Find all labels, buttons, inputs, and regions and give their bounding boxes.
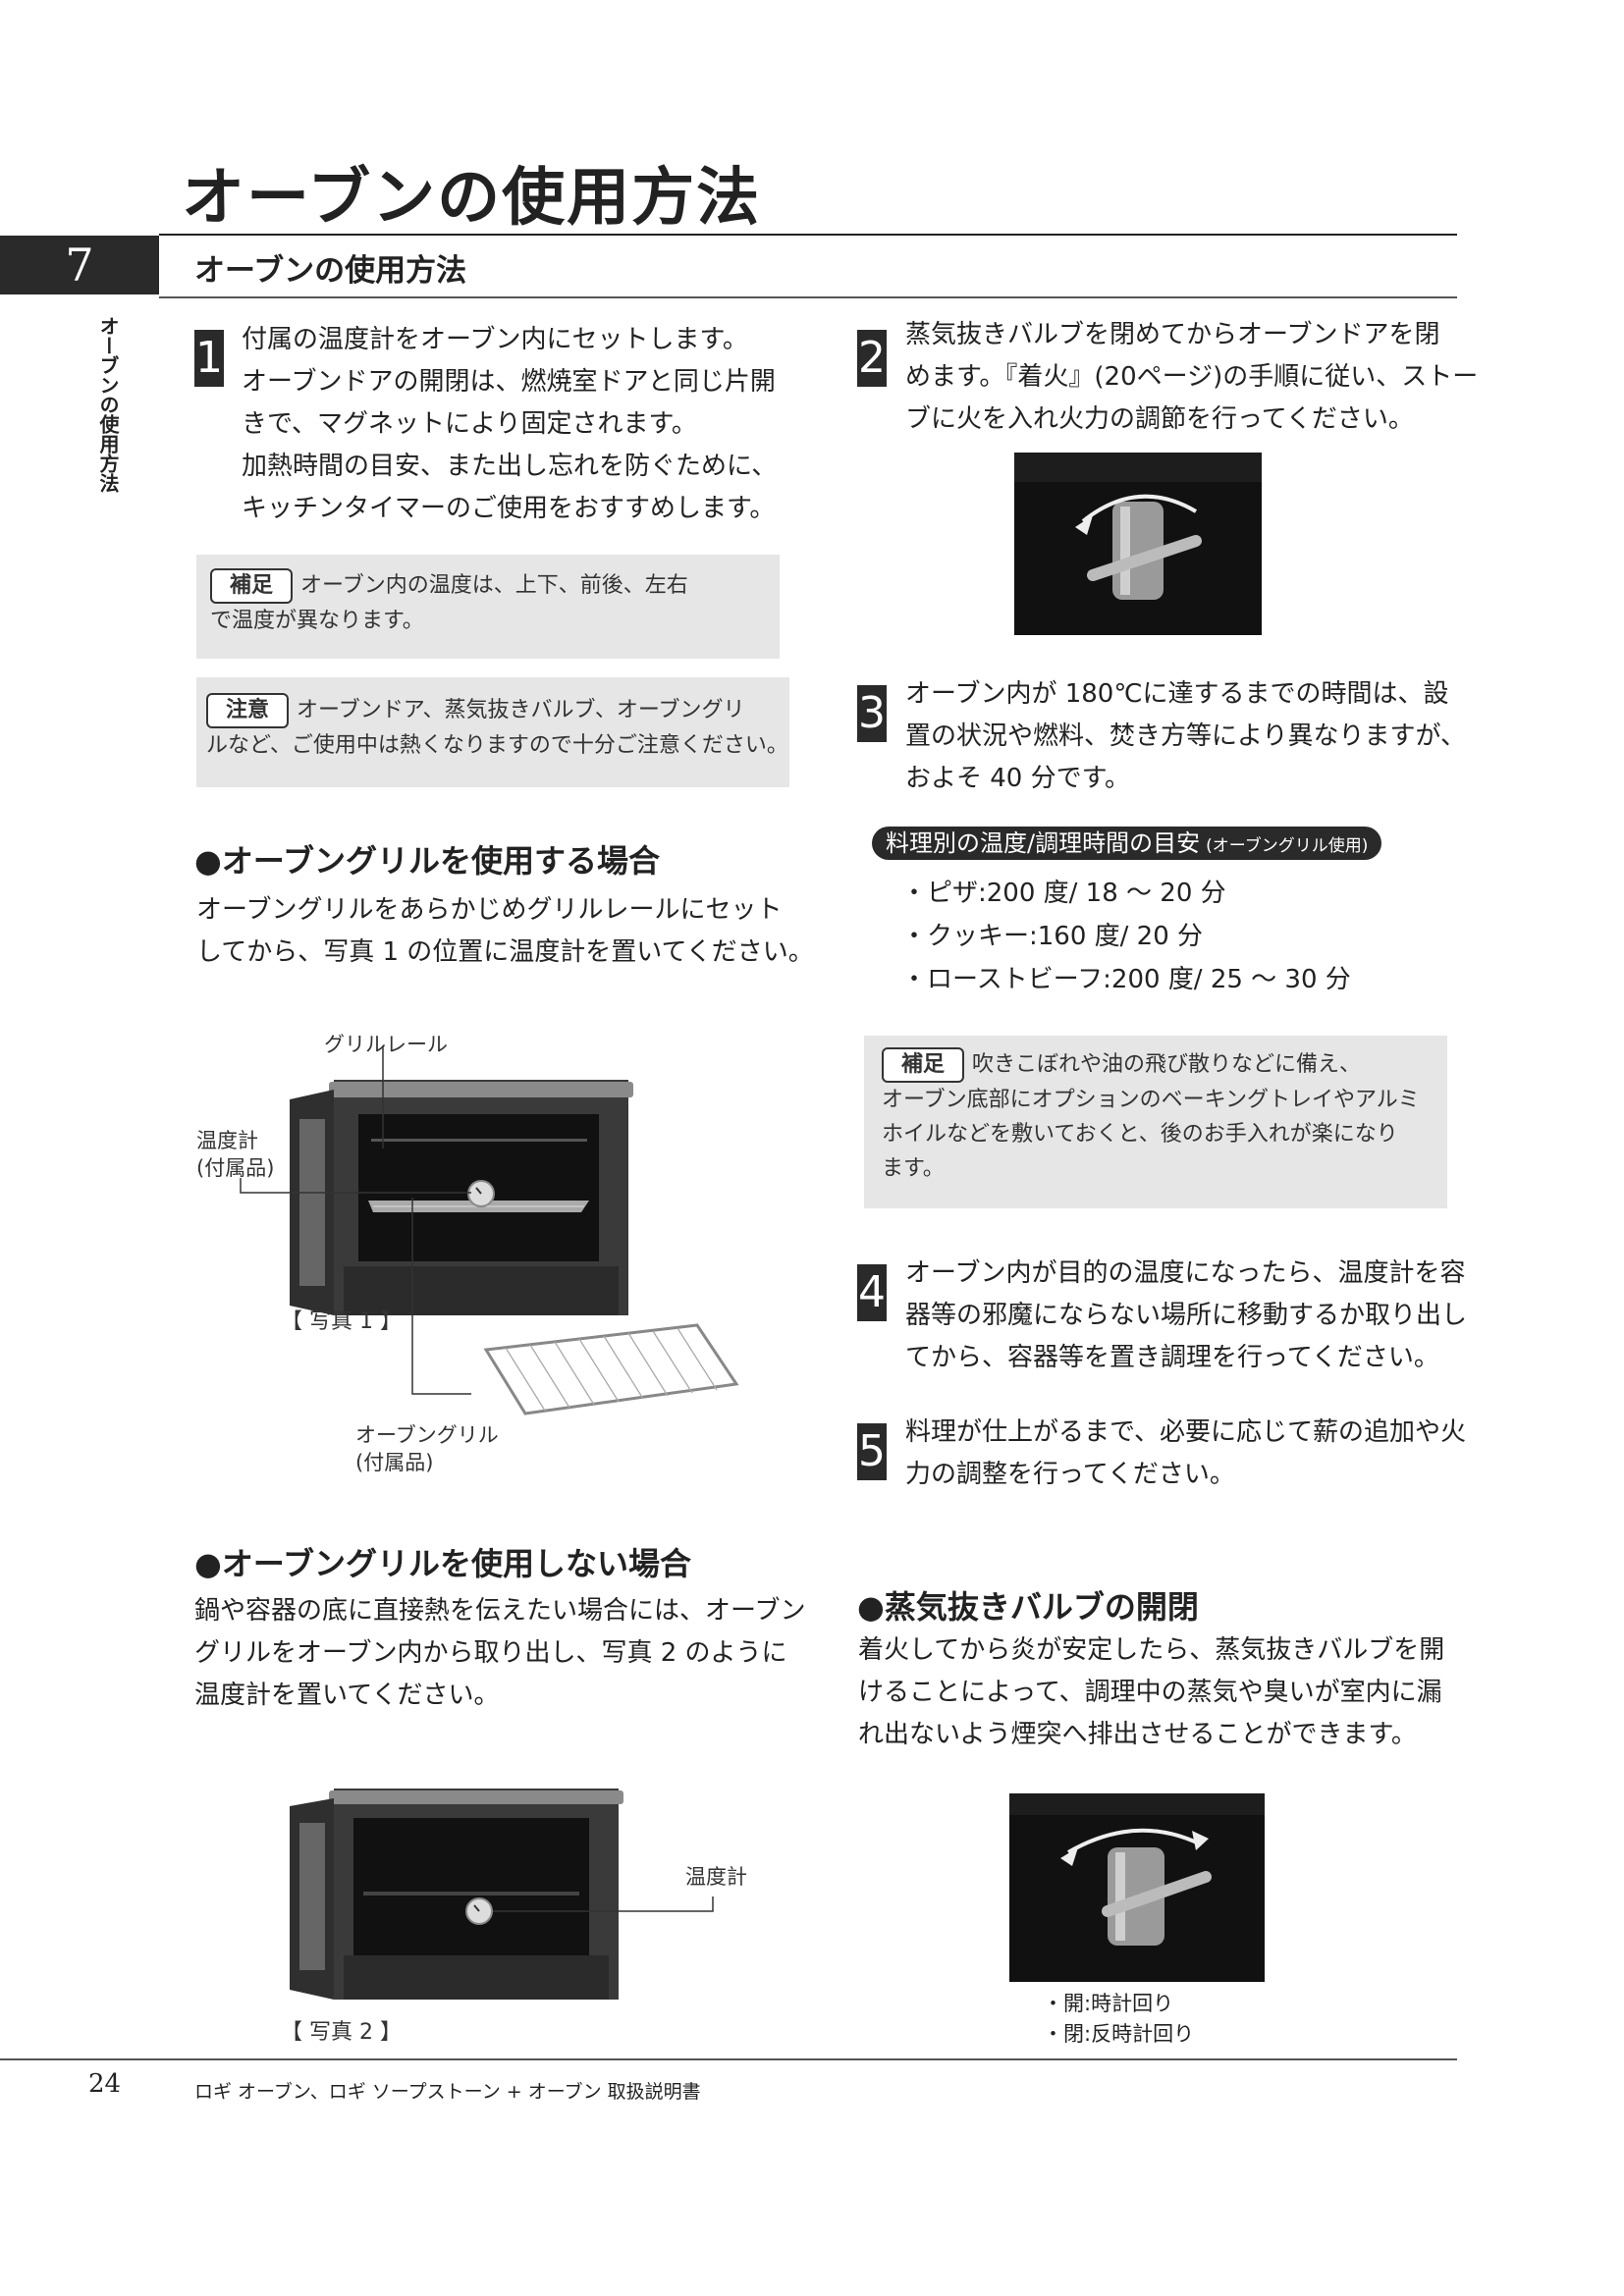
valve-text: 着火してから炎が安定したら、蒸気抜きバルブを開 けることによって、調理中の蒸気や… [858, 1629, 1444, 1756]
valve-heading: ●蒸気抜きバルブの開閉 [857, 1588, 1199, 1626]
oven-grill-photo [240, 1045, 739, 1415]
valve-captions: ・開:時計回り ・閉:反時計回り [1043, 1989, 1194, 2050]
step-line: 料理が仕上がるまで、必要に応じて薪の追加や火 [905, 1417, 1466, 1447]
body-line: してから、写真 1 の位置に温度計を置いてください。 [196, 937, 814, 967]
note-line: で温度が異なります。 [210, 609, 424, 633]
label-line: オーブングリル [355, 1423, 499, 1447]
with-grill-text: オーブングリルをあらかじめグリルレールにセット してから、写真 1 の位置に温度… [196, 889, 814, 974]
without-grill-heading: ●オーブングリルを使用しない場合 [194, 1545, 692, 1582]
caption-line: ・開:時計回り [1043, 1992, 1174, 2015]
note-line: ます。 [882, 1156, 945, 1181]
cooking-guide-title: 料理別の温度/調理時間の目安 [886, 829, 1201, 857]
step-2-text: 蒸気抜きバルブを閉めてからオーブンドアを閉 めます。『着火』(20ページ)の手順… [905, 314, 1478, 441]
caution-label: 注意 [206, 693, 290, 728]
step-2-number: 2 [857, 330, 887, 387]
caution-box: 注意オーブンドア、蒸気抜きバルブ、オーブングリ ルなど、ご使用中は熱くなりますの… [196, 677, 789, 787]
label-grill-rail: グリルレール [324, 1033, 448, 1056]
step-5-text: 料理が仕上がるまで、必要に応じて薪の追加や火 力の調整を行ってください。 [905, 1412, 1466, 1496]
note-line: オーブンドア、蒸気抜きバルブ、オーブングリ [297, 698, 745, 722]
page-title: オーブンの使用方法 [182, 161, 762, 235]
note-line: ルなど、ご使用中は熱くなりますので十分ご注意ください。 [206, 733, 788, 758]
supplement-label: 補足 [210, 568, 294, 604]
section-title: オーブンの使用方法 [194, 253, 467, 289]
body-line: 温度計を置いてください。 [194, 1681, 500, 1710]
label-line: (付属品) [196, 1156, 275, 1180]
valve-image [1014, 453, 1262, 600]
step-line: きで、マグネットにより固定されます。 [242, 409, 697, 439]
section-rule-top [159, 234, 1457, 236]
section-number: 7 [0, 236, 159, 294]
label-oven-grill: オーブングリル (付属品) [355, 1421, 499, 1476]
rotate-arrow-icon [1075, 515, 1093, 535]
without-grill-text: 鍋や容器の底に直接熱を伝えたい場合には、オーブン グリルをオーブン内から取り出し… [194, 1590, 805, 1717]
step-4-text: オーブン内が目的の温度になったら、温度計を容 器等の邪魔にならない場所に移動する… [905, 1253, 1467, 1379]
label-thermometer: 温度計 (付属品) [196, 1127, 274, 1182]
cooking-guide-list: ・ピザ:200 度/ 18 〜 20 分 ・クッキー:160 度/ 20 分 ・… [901, 872, 1351, 1001]
supplement-label: 補足 [882, 1047, 965, 1083]
note-line: ホイルなどを敷いておくと、後のお手入れが楽になり [882, 1122, 1398, 1147]
page-number: 24 [88, 2069, 122, 2099]
body-line: 鍋や容器の底に直接熱を伝えたい場合には、オーブン [194, 1596, 806, 1626]
valve-photo-closed [1014, 453, 1262, 635]
body-line: オーブングリルをあらかじめグリルレールにセット [196, 895, 783, 925]
list-item: ・ピザ:200 度/ 18 〜 20 分 [901, 879, 1226, 908]
step-line: てから、容器等を置き調理を行ってください。 [905, 1343, 1439, 1372]
rotate-right-arrow-icon [1192, 1831, 1209, 1850]
step-line: 付属の温度計をオーブン内にセットします。 [242, 325, 748, 354]
photo-1-caption: 【 写真 1 】 [281, 1309, 402, 1334]
step-line: 加熱時間の目安、また出し忘れを防ぐために、 [242, 452, 778, 481]
label-thermometer-2: 温度計 [685, 1865, 747, 1889]
oven-no-grill-photo [290, 1789, 714, 2000]
step-line: 力の調整を行ってください。 [905, 1460, 1235, 1489]
list-item: ・クッキー:160 度/ 20 分 [901, 922, 1204, 951]
label-line: 温度計 [196, 1129, 258, 1152]
step-4-number: 4 [857, 1264, 887, 1321]
step-1-text: 付属の温度計をオーブン内にセットします。 オーブンドアの開閉は、燃焼室ドアと同じ… [242, 319, 777, 530]
step-line: およそ 40 分です。 [905, 764, 1131, 793]
step-3-text: オーブン内が 180℃に達するまでの時間は、設 置の状況や燃料、焚き方等により異… [905, 673, 1466, 800]
cooking-guide-header: 料理別の温度/調理時間の目安(オーブングリル使用) [872, 827, 1382, 860]
photo-1-figure [187, 1021, 776, 1492]
caption-line: ・閉:反時計回り [1043, 2022, 1195, 2046]
with-grill-heading: ●オーブングリルを使用する場合 [194, 842, 661, 880]
footer-title: ロギ オーブン、ロギ ソープストーン + オーブン 取扱説明書 [194, 2081, 701, 2103]
body-line: れ出ないよう煙突へ排出させることができます。 [858, 1720, 1417, 1749]
step-line: 蒸気抜きバルブを閉めてからオーブンドアを閉 [905, 320, 1440, 349]
side-tab: オーブンの使用方法 [96, 316, 120, 493]
step-line: 置の状況や燃料、焚き方等により異なりますが、 [905, 721, 1466, 751]
step-5-number: 5 [857, 1423, 887, 1480]
list-item: ・ローストビーフ:200 度/ 25 〜 30 分 [901, 965, 1351, 994]
step-3-number: 3 [857, 685, 887, 742]
step-line: ブに火を入れ火力の調節を行ってください。 [905, 404, 1414, 434]
note-line: 吹きこぼれや油の飛び散りなどに備え、 [972, 1052, 1362, 1077]
note-line: オーブン底部にオプションのベーキングトレイやアルミ [882, 1088, 1420, 1112]
valve-photo-open [1009, 1793, 1265, 1982]
step-line: オーブン内が目的の温度になったら、温度計を容 [905, 1258, 1466, 1288]
photo-2-caption: 【 写真 2 】 [281, 2020, 402, 2045]
footer-rule [0, 2058, 1457, 2060]
supplement-box-2: 補足吹きこぼれや油の飛び散りなどに備え、 オーブン底部にオプションのベーキングト… [864, 1036, 1447, 1208]
body-line: 着火してから炎が安定したら、蒸気抜きバルブを開 [858, 1635, 1445, 1665]
note-line: オーブン内の温度は、上下、前後、左右 [300, 573, 688, 598]
step-line: めます。『着火』(20ページ)の手順に従い、ストー [905, 362, 1479, 392]
body-line: グリルをオーブン内から取り出し、写真 2 のように [194, 1638, 787, 1668]
step-line: キッチンタイマーのご使用をおすすめします。 [242, 494, 776, 523]
step-line: 器等の邪魔にならない場所に移動するか取り出し [905, 1301, 1468, 1330]
section-rule-bottom [159, 296, 1457, 298]
label-line: (付属品) [355, 1451, 434, 1474]
rotate-left-arrow-icon [1060, 1847, 1078, 1866]
cooking-guide-subtitle: (オーブングリル使用) [1206, 836, 1369, 856]
step-1-number: 1 [194, 330, 224, 387]
step-line: オーブンドアの開閉は、燃焼室ドアと同じ片開 [242, 367, 776, 397]
step-line: オーブン内が 180℃に達するまでの時間は、設 [905, 679, 1449, 709]
valve-image [1009, 1793, 1265, 1946]
photo-2-figure [275, 1779, 736, 2004]
body-line: けることによって、調理中の蒸気や臭いが室内に漏 [858, 1678, 1442, 1707]
supplement-box-1: 補足オーブン内の温度は、上下、前後、左右 で温度が異なります。 [196, 555, 780, 659]
